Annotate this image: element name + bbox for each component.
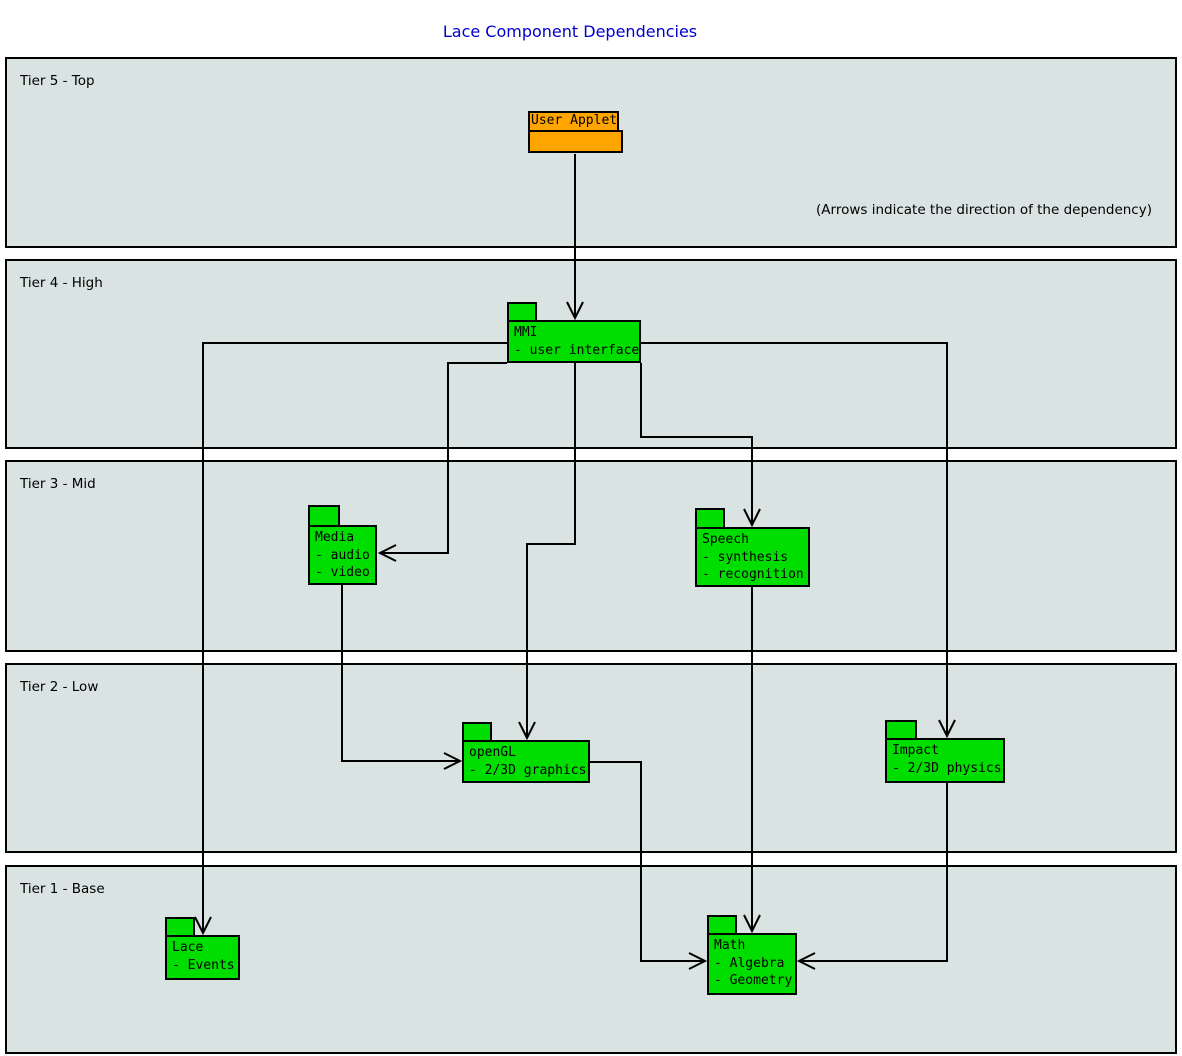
component-mmi-feature: - user interface (514, 342, 640, 358)
tier-label-3: Tier 3 - Mid (20, 476, 96, 492)
tier-label-2: Tier 2 - Low (20, 679, 99, 695)
component-lace-feature: - Events (172, 957, 235, 973)
component-math-tab (707, 915, 737, 935)
component-speech-feature: - synthesis (702, 549, 789, 565)
component-speech-body: Speech - synthesis - recognition (695, 527, 810, 587)
component-opengl-tab (462, 722, 492, 742)
component-user-applet-body (528, 130, 623, 153)
component-math-body: Math - Algebra - Geometry (707, 933, 797, 995)
component-speech-tab (695, 508, 725, 529)
component-media-feature: - video (315, 565, 370, 580)
component-mmi-body: MMI - user interface (507, 320, 641, 363)
component-media-body: Media - audio - video (308, 525, 377, 585)
component-media-feature: - audio (315, 547, 370, 563)
component-impact-tab (885, 720, 917, 740)
component-user-applet-label-box: User Applet (528, 111, 619, 132)
component-opengl-feature: - 2/3D graphics (469, 762, 587, 778)
tier-band-3: Tier 3 - Mid (5, 460, 1177, 652)
component-media-name: Media (315, 530, 355, 545)
tier-label-4: Tier 4 - High (20, 275, 103, 291)
dependency-direction-note: (Arrows indicate the direction of the de… (816, 202, 1152, 218)
component-speech-name: Speech (702, 532, 749, 547)
component-impact-feature: - 2/3D physics (892, 760, 1002, 776)
tier-band-4: Tier 4 - High (5, 259, 1177, 449)
component-math-feature: - Geometry (714, 973, 793, 988)
component-math-feature: - Algebra (714, 955, 785, 971)
component-lace-body: Lace - Events (165, 935, 240, 980)
component-speech-feature: - recognition (702, 567, 804, 582)
component-media-tab (308, 505, 340, 527)
component-math-name: Math (714, 938, 746, 953)
component-opengl-body: openGL - 2/3D graphics (462, 740, 590, 783)
component-opengl-name: openGL (469, 745, 516, 760)
tier-label-1: Tier 1 - Base (20, 881, 105, 897)
diagram-title: Lace Component Dependencies (442, 22, 698, 41)
component-mmi-name: MMI (514, 325, 538, 340)
component-impact-name: Impact (892, 743, 939, 758)
component-user-applet-label: User Applet (531, 113, 618, 128)
component-lace-name: Lace (172, 940, 204, 955)
component-impact-body: Impact - 2/3D physics (885, 738, 1005, 783)
tier-label-5: Tier 5 - Top (20, 73, 95, 89)
component-mmi-tab (507, 302, 537, 322)
component-lace-tab (165, 917, 195, 937)
